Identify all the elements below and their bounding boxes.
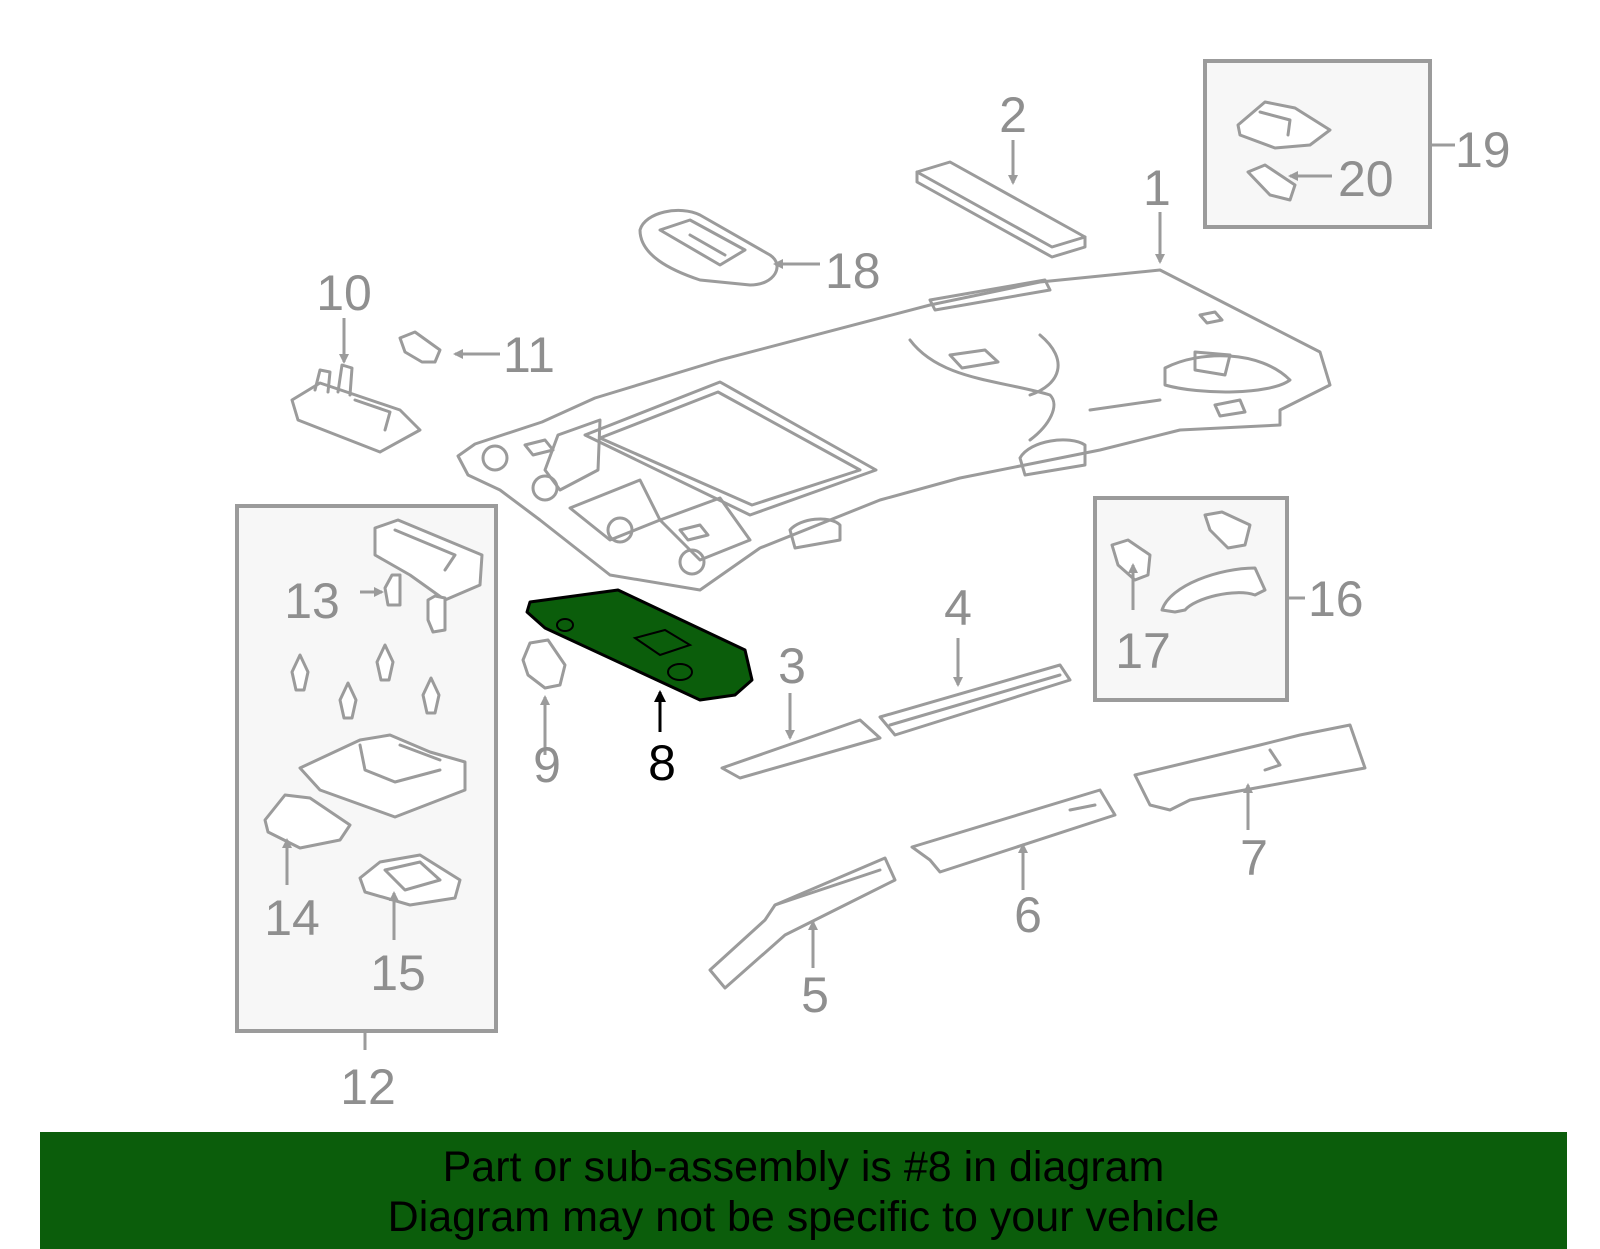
callout-14: 14 bbox=[264, 890, 320, 946]
group-box-19 bbox=[1203, 59, 1432, 229]
clip-2 bbox=[426, 594, 447, 634]
callout-12: 12 bbox=[340, 1059, 396, 1115]
part-5-pillar-trim[interactable] bbox=[708, 856, 897, 990]
callout-16: 16 bbox=[1308, 571, 1364, 627]
part-11-bulb[interactable] bbox=[398, 330, 442, 364]
callout-4: 4 bbox=[944, 580, 972, 636]
part-18-lamp-cover[interactable] bbox=[638, 208, 779, 287]
callout-18: 18 bbox=[825, 243, 881, 299]
part-12-console-assembly[interactable] bbox=[298, 518, 484, 819]
part-10-map-lamp[interactable] bbox=[290, 363, 422, 454]
callout-11: 11 bbox=[503, 327, 555, 383]
callout-8: 8 bbox=[648, 735, 676, 791]
part-19-lamp-assembly[interactable] bbox=[1236, 100, 1332, 150]
part-14-lamp-lens[interactable] bbox=[263, 793, 352, 850]
callout-6: 6 bbox=[1014, 887, 1042, 943]
part-8-sun-visor[interactable] bbox=[525, 588, 754, 702]
callout-13: 13 bbox=[284, 573, 340, 629]
callout-3: 3 bbox=[778, 638, 806, 694]
callout-20: 20 bbox=[1338, 151, 1394, 207]
callout-5: 5 bbox=[801, 967, 829, 1023]
part-13-clip[interactable] bbox=[383, 573, 402, 607]
part-20-bulb[interactable] bbox=[1246, 163, 1297, 202]
callout-7: 7 bbox=[1240, 830, 1268, 886]
callout-2: 2 bbox=[999, 87, 1027, 143]
part-6-pillar-trim[interactable] bbox=[910, 788, 1117, 874]
callout-labels: 1 2 3 4 5 6 7 8 9 10 11 12 13 14 15 16 1… bbox=[264, 87, 1510, 1115]
callout-9: 9 bbox=[533, 737, 561, 793]
part-headliner[interactable] bbox=[456, 268, 1332, 592]
part-16-assist-grip[interactable] bbox=[1160, 510, 1267, 614]
part-2-trim-strip[interactable] bbox=[915, 160, 1087, 259]
leader-lines bbox=[282, 140, 1455, 1050]
part-9-visor-holder[interactable] bbox=[521, 638, 567, 690]
callout-15: 15 bbox=[370, 945, 426, 1001]
part-17-grip-cap[interactable] bbox=[1110, 538, 1152, 582]
banner-line-2: Diagram may not be specific to your vehi… bbox=[387, 1193, 1220, 1241]
part-15-lamp-lens[interactable] bbox=[358, 853, 462, 907]
part-4-trim[interactable] bbox=[878, 663, 1072, 737]
callout-19: 19 bbox=[1455, 122, 1511, 178]
part-7-pillar-trim[interactable] bbox=[1133, 723, 1367, 812]
info-banner: Part or sub-assembly is #8 in diagram Di… bbox=[40, 1132, 1567, 1249]
callout-10: 10 bbox=[316, 265, 372, 321]
banner-line-1: Part or sub-assembly is #8 in diagram bbox=[442, 1143, 1165, 1191]
part-3-trim[interactable] bbox=[720, 718, 882, 780]
clip-pins bbox=[290, 643, 441, 720]
callout-17: 17 bbox=[1115, 623, 1171, 679]
callout-1: 1 bbox=[1143, 160, 1171, 216]
